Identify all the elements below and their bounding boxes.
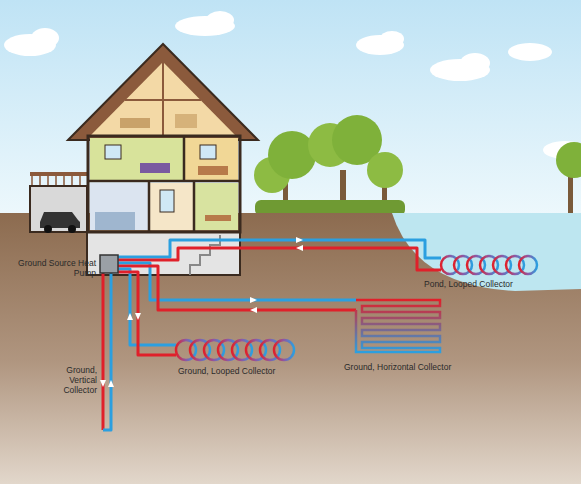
- heat-pump-unit: [100, 255, 118, 273]
- trees: [254, 115, 581, 216]
- ground-coil: [176, 340, 294, 360]
- pond: [392, 213, 581, 291]
- collector-label: Ground Source Heat Pump: [8, 258, 96, 278]
- pipes: [103, 240, 441, 430]
- horizontal-collector: [356, 300, 440, 352]
- collector-label: Ground, Looped Collector: [178, 366, 308, 376]
- collector-label: Ground, Horizontal Collector: [344, 362, 494, 372]
- collector-label: Ground, Vertical Collector: [40, 365, 97, 395]
- collector-label: Pond, Looped Collector: [424, 279, 574, 289]
- pond-coil: [441, 256, 537, 274]
- flow-arrows: [100, 237, 303, 387]
- ground: [0, 213, 581, 484]
